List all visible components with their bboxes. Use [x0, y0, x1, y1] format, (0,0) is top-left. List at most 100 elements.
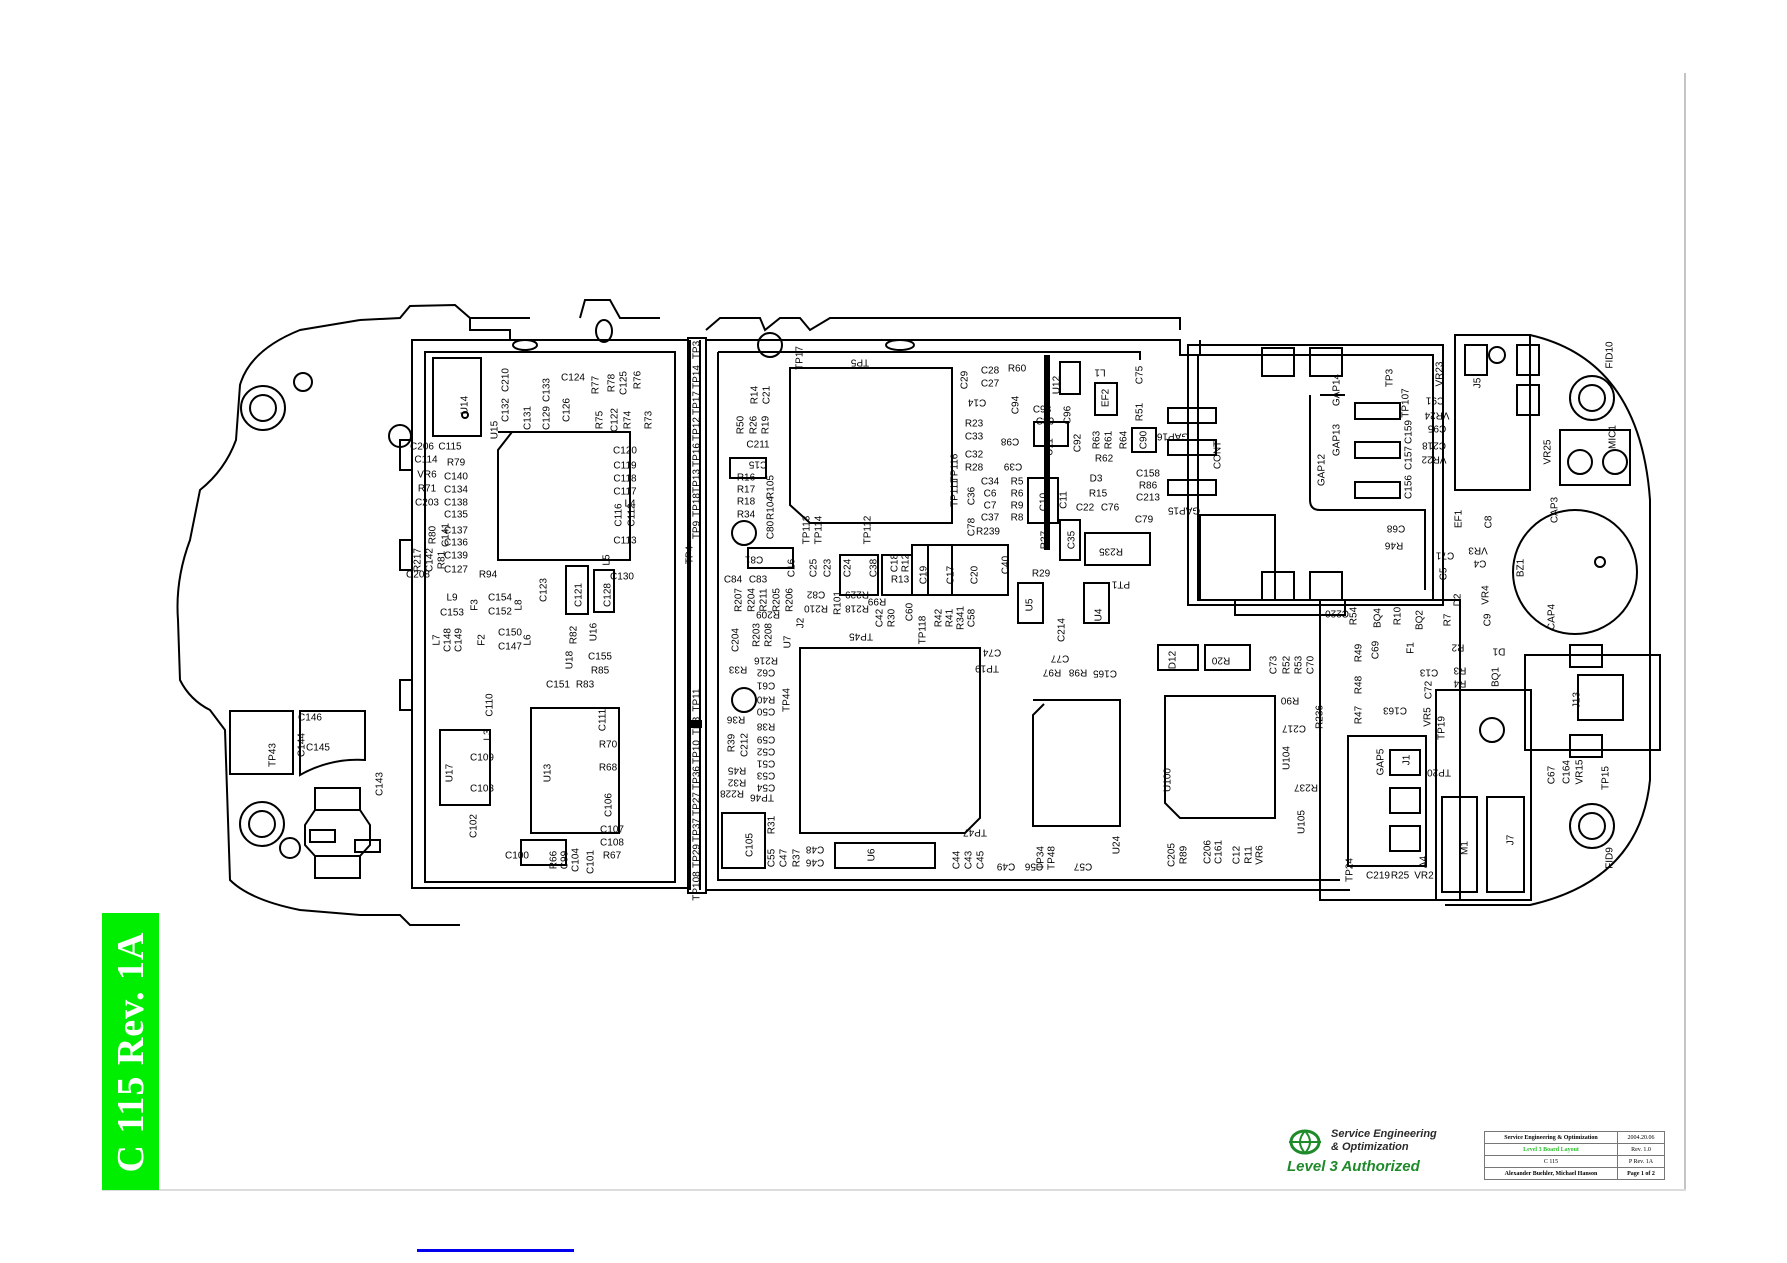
- page-frame-bottom: [102, 1189, 1686, 1191]
- component-label: TP37: [692, 818, 703, 842]
- component-label: L4: [624, 499, 636, 510]
- component-label: R203: [752, 623, 763, 647]
- model-revision-band: C 115 Rev. 1A: [102, 913, 159, 1190]
- component-label: TP34: [1036, 846, 1047, 870]
- hyperlink-underline[interactable]: [417, 1249, 574, 1252]
- component-label: C157: [1404, 446, 1415, 470]
- component-label: TP47: [963, 826, 987, 837]
- component-label: U16: [589, 622, 600, 641]
- component-label: TP17: [692, 391, 703, 415]
- component-label: TP20: [1427, 766, 1451, 777]
- component-label: C130: [610, 572, 634, 583]
- component-label: C16: [787, 558, 798, 577]
- component-label: TP11: [692, 688, 703, 712]
- component-label: C24: [843, 558, 854, 577]
- component-label: C23: [823, 558, 834, 577]
- component-label: L1: [1094, 366, 1106, 377]
- component-label: R229: [845, 588, 869, 599]
- component-label: C55: [767, 848, 778, 867]
- component-label: TP46: [750, 791, 774, 802]
- component-label: C21: [762, 385, 773, 404]
- component-label: U6: [867, 848, 878, 861]
- component-label: R74: [623, 410, 634, 429]
- component-label: R101: [833, 591, 844, 615]
- component-label: CAP3: [1550, 497, 1561, 524]
- component-label: D2: [1453, 593, 1464, 606]
- component-label: R236: [1315, 705, 1326, 729]
- component-label: C77: [1050, 652, 1069, 663]
- component-label: C141: [441, 523, 452, 547]
- component-label: C91: [1425, 394, 1444, 405]
- component-label: R14: [750, 385, 761, 404]
- component-label: L5: [602, 554, 613, 566]
- component-label: L8: [514, 599, 525, 611]
- component-label: C53: [756, 769, 775, 780]
- component-label: C114: [414, 455, 438, 466]
- component-label: VR25: [1543, 439, 1554, 464]
- component-label: U100: [1163, 768, 1174, 792]
- component-label: C12: [1232, 845, 1243, 864]
- component-label: GAP5: [1376, 748, 1387, 775]
- title-cell: Page 1 of 2: [1617, 1167, 1665, 1180]
- component-label: R86: [1139, 481, 1158, 492]
- component-label: R19: [761, 415, 772, 434]
- component-label: C156: [1404, 475, 1415, 499]
- component-label: C127: [444, 565, 468, 576]
- title-row: C 115 P Rev. 1A: [1484, 1155, 1665, 1168]
- component-label: TP112: [863, 515, 874, 544]
- component-label: TP24: [1345, 858, 1356, 882]
- component-label: C76: [1101, 503, 1120, 514]
- component-label: R67: [603, 851, 622, 862]
- component-label: CONT: [1213, 441, 1224, 469]
- component-label: C80: [766, 520, 777, 539]
- component-label: C116: [614, 503, 625, 527]
- component-label: U104: [1282, 746, 1293, 770]
- component-label: U17: [445, 763, 456, 782]
- component-label: VR2: [1414, 871, 1434, 882]
- title-row: Level 3 Board Layout Rev. 1.0: [1484, 1143, 1665, 1156]
- component-label: C165: [1093, 667, 1117, 678]
- component-label: R54: [1349, 606, 1360, 625]
- component-label: C164: [1562, 760, 1573, 784]
- component-label: C137: [444, 526, 468, 537]
- component-label: C61: [756, 679, 775, 690]
- title-block: Service Engineering & Optimization 2004.…: [1484, 1131, 1665, 1180]
- component-label: PT1: [1111, 578, 1130, 589]
- component-label: C34: [981, 477, 1000, 488]
- component-label: R61: [1104, 430, 1115, 449]
- component-label: C25: [809, 558, 820, 577]
- component-label: C7: [984, 501, 997, 512]
- component-label: CAP4: [1547, 604, 1558, 631]
- component-label: C33: [965, 432, 984, 443]
- component-label: C71: [1435, 549, 1454, 560]
- component-label: C217: [1282, 722, 1306, 733]
- globe-logo-icon: [1289, 1129, 1321, 1155]
- title-row: Alexander Buehler, Michael Hanson Page 1…: [1484, 1167, 1665, 1180]
- component-label: C93: [1033, 405, 1052, 416]
- component-label: TP13: [692, 469, 703, 493]
- component-label: R5: [1011, 477, 1024, 488]
- component-label: GAP13: [1332, 423, 1343, 456]
- component-label: TP3: [692, 340, 703, 359]
- component-label: GAP15: [1167, 504, 1200, 515]
- component-label: R36: [726, 713, 745, 724]
- component-label: C54: [756, 781, 775, 792]
- component-label: C118: [613, 474, 637, 485]
- component-label: U18: [565, 650, 576, 669]
- component-label: R26: [749, 415, 760, 434]
- component-label: C112: [627, 503, 638, 527]
- component-label: D3: [1090, 474, 1103, 485]
- component-label: R17: [737, 485, 756, 496]
- component-label: C213: [1136, 493, 1160, 504]
- component-label: L6: [523, 634, 534, 646]
- component-label: C206: [410, 442, 434, 453]
- component-label: EF1: [1454, 509, 1465, 528]
- component-label: C89: [1036, 417, 1055, 428]
- component-label: C27: [981, 379, 1000, 390]
- component-label: C108: [600, 838, 624, 849]
- component-label: C69: [1371, 640, 1382, 659]
- component-label: C101: [586, 850, 597, 874]
- component-label: C29: [960, 370, 971, 389]
- component-label: TP17: [795, 346, 806, 370]
- component-label: C14: [967, 396, 986, 407]
